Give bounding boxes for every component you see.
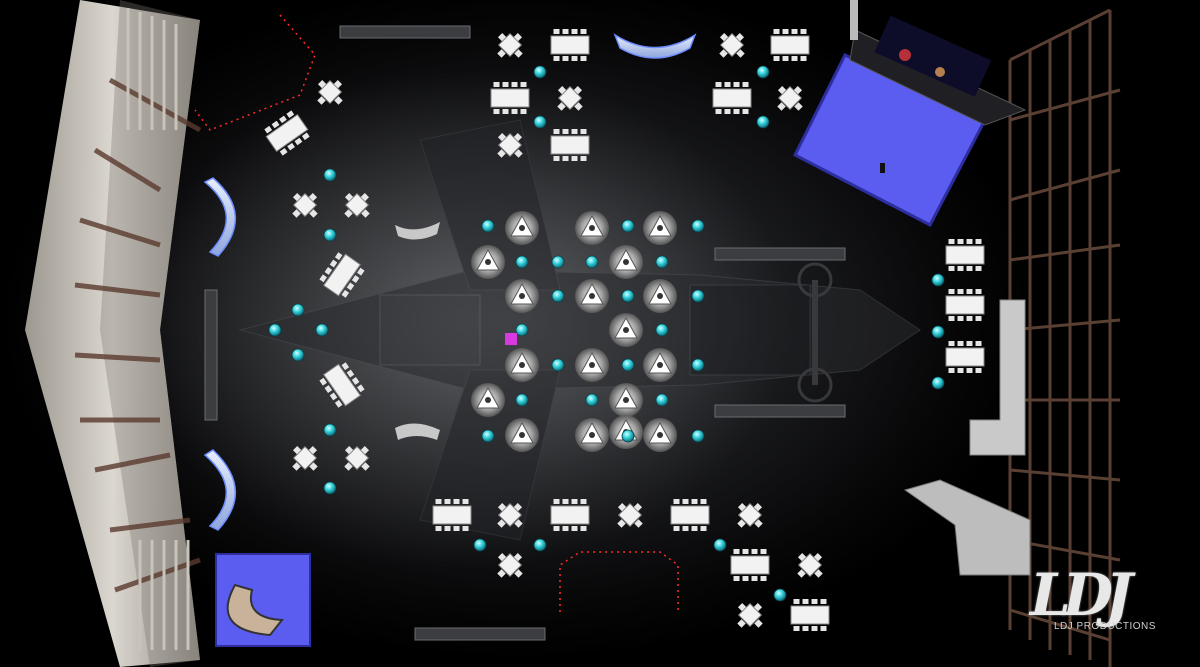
centerpiece [931, 273, 945, 287]
dj-booth [215, 553, 311, 647]
banquet-table [550, 499, 590, 531]
banquet-table [945, 239, 985, 271]
lounge-pod [505, 279, 539, 313]
centerpiece [773, 588, 787, 602]
centerpiece [481, 219, 495, 233]
banquet-table [550, 129, 590, 161]
right-bar-platform [903, 299, 1031, 576]
centerpiece [323, 481, 337, 495]
centerpiece [533, 65, 547, 79]
curved-bars [203, 33, 697, 531]
cocktail-table [777, 85, 803, 111]
lounge-pod [609, 245, 643, 279]
centerpiece [551, 358, 565, 372]
banquet-table [319, 362, 365, 408]
banquet-table [730, 549, 770, 581]
centerpiece [473, 538, 487, 552]
cocktail-table [737, 502, 763, 528]
centerpiece [551, 255, 565, 269]
banquet-table [770, 29, 810, 61]
lounge-pod [505, 211, 539, 245]
lounge-pod [575, 279, 609, 313]
rope-barriers [194, 14, 679, 612]
lounge-pod [643, 211, 677, 245]
lounge-pod-layer [471, 211, 677, 452]
centerpiece [291, 348, 305, 362]
centerpiece [691, 358, 705, 372]
centerpiece [515, 323, 529, 337]
centerpiece [756, 115, 770, 129]
centerpiece [621, 429, 635, 443]
banquet-table [550, 29, 590, 61]
banquet-table [264, 110, 310, 156]
centerpiece [655, 393, 669, 407]
centerpiece [515, 393, 529, 407]
left-truss-ramp [25, 0, 202, 667]
position-marker [505, 333, 517, 345]
centerpiece [585, 255, 599, 269]
centerpiece [533, 538, 547, 552]
centerpiece [551, 289, 565, 303]
lounge-pod [575, 418, 609, 452]
logo-company-name: LDJ PRODUCTIONS [1054, 621, 1156, 632]
lounge-pod [643, 418, 677, 452]
centerpiece [585, 393, 599, 407]
centerpiece [931, 376, 945, 390]
lounge-pod [471, 383, 505, 417]
cocktail-table [497, 32, 523, 58]
cocktail-table [737, 602, 763, 628]
centerpiece [655, 255, 669, 269]
centerpiece [268, 323, 282, 337]
lounge-pod [575, 348, 609, 382]
centerpiece [621, 289, 635, 303]
centerpiece [931, 325, 945, 339]
bar-counters [204, 25, 846, 641]
centerpiece [515, 255, 529, 269]
banquet-table [319, 252, 365, 298]
logo-monogram: LDJ [1030, 561, 1133, 629]
lounge-pod [609, 313, 643, 347]
lounge-pod [505, 348, 539, 382]
centerpiece-layer [268, 65, 945, 602]
centerpiece [691, 429, 705, 443]
banquet-table [712, 82, 752, 114]
banquet-table [945, 289, 985, 321]
banquet-table [432, 499, 472, 531]
centerpiece [533, 115, 547, 129]
centerpiece [621, 219, 635, 233]
centerpiece [323, 228, 337, 242]
lounge-pod [505, 418, 539, 452]
centerpiece [315, 323, 329, 337]
cocktail-table [797, 552, 823, 578]
lounge-pod [643, 348, 677, 382]
aircraft-display [238, 119, 921, 541]
centerpiece [481, 429, 495, 443]
lounge-pod [609, 383, 643, 417]
centerpiece [291, 303, 305, 317]
lounge-pod [575, 211, 609, 245]
centerpiece [323, 423, 337, 437]
centerpiece [691, 219, 705, 233]
lounge-pod [471, 245, 505, 279]
centerpiece [691, 289, 705, 303]
lounge-pod [643, 279, 677, 313]
banquet-table [490, 82, 530, 114]
centerpiece [655, 323, 669, 337]
cocktail-table [719, 32, 745, 58]
centerpiece [756, 65, 770, 79]
centerpiece [323, 168, 337, 182]
banquet-table [790, 599, 830, 631]
banquet-table [945, 341, 985, 373]
centerpiece [713, 538, 727, 552]
banquet-table [670, 499, 710, 531]
main-stage [792, 0, 1027, 228]
centerpiece [621, 358, 635, 372]
company-logo: LDJ LDJ PRODUCTIONS [1030, 560, 1190, 640]
